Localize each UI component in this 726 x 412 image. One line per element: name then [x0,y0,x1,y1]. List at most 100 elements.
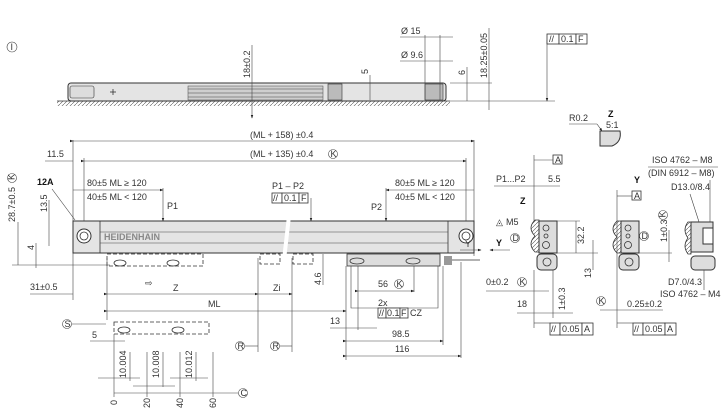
pitch-label: 10.012 [184,350,194,378]
svg-text:K: K [520,277,526,287]
svg-text://: // [634,324,640,334]
view-arrow-y: Y [465,239,471,249]
label-p1-p2: P1...P2 [496,174,526,184]
dim-4-6: 4.6 [313,272,323,285]
svg-text:CZ: CZ [410,308,422,318]
dim-right-80: 80±5 ML ≥ 120 [395,178,455,188]
dim-1: 1±0.3 [557,288,567,310]
dim-overall: (ML + 158) ±0.4 [250,130,313,140]
dim-1: 1±0.3 [659,220,669,242]
marker-c: C [241,388,248,398]
dim-ml: ML [208,299,221,309]
pitch-label: 10.008 [151,350,161,378]
svg-text://: // [379,308,385,318]
dim-0-25: 0.25±0.2 [627,299,662,309]
dim-z: Z [173,283,179,293]
dim-0: 0±0.2 [486,277,508,287]
svg-text://: // [549,34,555,44]
tolerance-frame-left: // 0.05 A [549,322,594,336]
svg-text:A: A [584,324,590,334]
svg-text:0.1: 0.1 [284,193,297,203]
scale-body-front [72,220,475,254]
svg-text:F: F [578,34,584,44]
svg-text:A: A [667,324,673,334]
tick-label: 20 [142,398,152,408]
thread-icon: ◬ [496,217,503,227]
pitch-label: 10.004 [118,350,128,378]
marker-circle-icon [6,41,18,53]
dim-6: 6 [457,70,467,75]
callout-12a: 12A [37,177,54,187]
point-p2: P2 [371,202,382,212]
dim-left-80: 80±5 ML ≥ 120 [87,178,147,188]
label-z: Z [520,196,526,206]
brand-logo: HEIDENHAIN [104,232,160,242]
dim-5-s: 5 [92,330,97,340]
svg-text:F: F [401,308,407,318]
bore-d13: D13.0/8.4 [671,182,710,192]
svg-text:K: K [658,211,668,217]
dim-diameter-9-6: Ø 9.6 [401,50,423,60]
detail-z: R0.2 Z 5:1 [569,109,621,147]
dim-31: 31±0.5 [30,282,57,292]
dim-height: 18±0.2 [242,51,252,78]
dim-13-5: 13.5 [39,194,49,212]
marker-r: R [273,341,280,351]
svg-text:0.1: 0.1 [561,34,574,44]
tick-label: 40 [175,398,185,408]
dim-diameter-15: Ø 15 [401,26,421,36]
dim-4: 4 [26,245,36,250]
dim-32-2: 32.2 [576,226,586,244]
svg-text:K: K [7,174,17,180]
view-marker: I [11,42,14,52]
tick-label: 0 [109,400,119,405]
tolerance-frame: // 0.1 F [546,33,588,45]
svg-text:0.05: 0.05 [562,324,580,334]
dim-98-5: 98.5 [392,329,410,339]
tolerance-frame-p: // 0.1 F [271,192,309,204]
direction-arrow-icon: ⇨ [145,278,153,288]
svg-text:K: K [397,279,403,289]
screw-din-m8: (DIN 6912 – M8) [648,168,715,178]
point-p1: P1 [167,201,178,211]
svg-text://: // [273,193,279,203]
dim-zi: Zi [273,283,281,293]
marker-d: D [513,233,520,243]
dim-mount-span: (ML + 135) ±0.4 [250,149,313,159]
bore-d7: D7.0/4.3 [668,277,702,287]
svg-text:0.05: 0.05 [645,324,663,334]
marker-d: D [642,231,649,241]
dim-18: 18 [517,299,527,309]
view-y: Y [634,175,640,185]
tolerance-frame-right: // 0.05 A [632,322,677,336]
datum-a: A [634,191,640,201]
section-left: A P1...P2 5.5 Z ◬ M5 D Y 32.2 13 1±0.3 0… [486,154,598,336]
front-view: (ML + 158) ±0.4 (ML + 135) ±0.4 K 11.5 1… [7,130,482,408]
thread-m5: M5 [506,217,519,227]
dim-right-40: 40±5 ML < 120 [395,192,455,202]
detail-scale: 5:1 [606,120,619,130]
svg-text:F: F [301,193,307,203]
marker-s: S [65,319,71,329]
ground-hatch [57,101,450,106]
dim-13: 13 [583,268,593,278]
radius-label: R0.2 [569,113,588,123]
dim-13: 13 [330,316,340,326]
dim-116: 116 [395,344,409,354]
detail-label: Z [608,109,614,119]
view-y: Y [496,238,502,248]
tolerance-frame-cz: // 0.1 F CZ [377,307,422,319]
screw-m8: ISO 4762 – M8 [652,155,713,165]
dim-5-5: 5.5 [548,174,561,184]
svg-text:K: K [331,149,337,159]
svg-text://: // [551,324,557,334]
side-view: I 18±0.2 5 Ø 15 Ø 9.6 6 18.25±0.05 // 0.… [6,26,588,119]
datum-a: A [555,155,561,165]
tick-label: 60 [208,398,218,408]
label-p1-p2: P1 – P2 [272,181,304,191]
svg-text:0.1: 0.1 [387,308,400,318]
dim-56: 56 [378,279,388,289]
dim-height-fine: 18.25±0.05 [479,33,489,78]
